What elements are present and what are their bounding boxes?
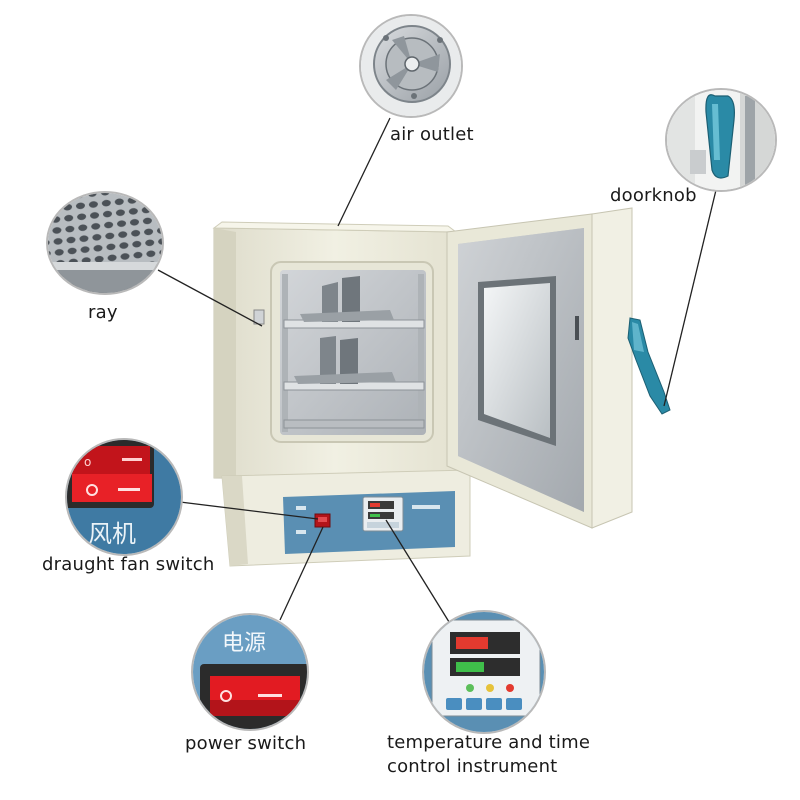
leader-ray <box>157 269 263 327</box>
power-switch-closeup: 电源 <box>191 613 309 731</box>
svg-text:o: o <box>84 455 91 469</box>
label-temperature-time-line2: control instrument <box>387 756 558 777</box>
leader-air-outlet <box>337 117 391 227</box>
fan-switch-closeup: o 风机 <box>65 438 183 556</box>
leader-controller <box>385 519 455 631</box>
label-power-switch: power switch <box>185 733 307 754</box>
label-doorknob: doorknob <box>610 185 697 206</box>
label-air-outlet: air outlet <box>390 124 474 145</box>
fan-switch-chinese-label: 风机 <box>88 520 136 548</box>
tray-shelf-upper <box>283 276 425 329</box>
doorknob-closeup <box>665 88 777 192</box>
controller-closeup <box>422 610 546 734</box>
label-temperature-time-line1: temperature and time <box>387 732 591 753</box>
door-handle[interactable] <box>627 317 671 415</box>
oven-chamber <box>253 261 434 443</box>
leader-fan-switch <box>179 501 319 520</box>
oven-door[interactable] <box>446 207 633 529</box>
label-ray: ray <box>88 302 118 323</box>
leader-doorknob <box>663 189 717 407</box>
air-outlet-closeup <box>359 14 463 118</box>
power-switch-chinese-label: 电源 <box>222 631 266 656</box>
tray-shelf-lower <box>283 336 425 391</box>
label-draught-fan-switch: draught fan switch <box>42 554 215 575</box>
leader-power-switch <box>279 526 324 621</box>
callout-lines <box>157 117 717 631</box>
tray-closeup <box>46 191 164 295</box>
